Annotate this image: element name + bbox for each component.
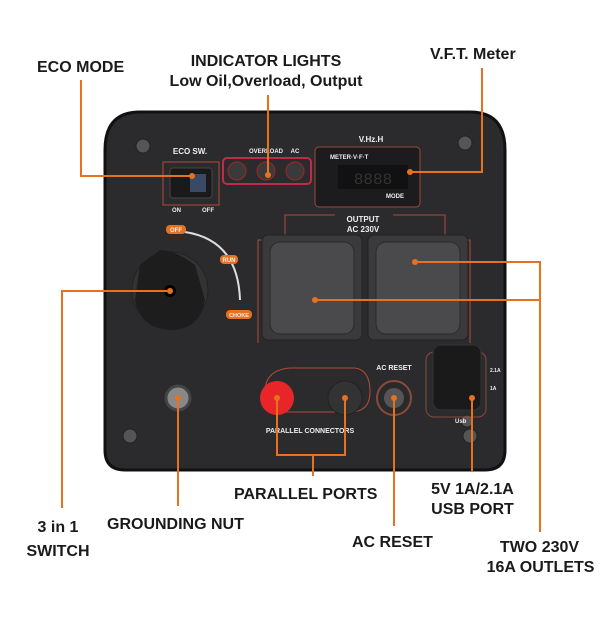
callout-outlets-2: 16A OUTLETS [486,559,595,576]
callout-vft-meter: V.F.T. Meter [430,46,516,63]
callout-parallel-ports: PARALLEL PORTS [234,486,378,503]
meter-display: 8888 [354,171,392,189]
overload-label: OVERLOAD [249,149,284,155]
callout-grounding-nut: GROUNDING NUT [107,516,244,533]
usb-label: Usb [455,419,467,425]
vhzh-label: V.Hz.H [359,135,384,144]
usb-21a-label: 2.1A [490,368,501,374]
output-voltage-label: AC 230V [347,225,380,234]
eco-switch-frame [162,161,220,206]
screw-icons [122,135,478,444]
outlet-left[interactable] [261,234,363,341]
callout-outlets-1: TWO 230V [499,539,580,556]
callout-usb-1: 5V 1A/2.1A [431,481,514,498]
usb-port-cover[interactable] [432,344,482,411]
callout-indicator-title: INDICATOR LIGHTS [190,53,342,70]
output-label: OUTPUT [347,215,380,224]
knob-choke-label: CHOKE [229,313,249,319]
meter-label: METER·V·F·T [330,155,369,161]
usb-1a-label: 1A [490,386,497,392]
callout-indicator-sub: Low Oil,Overload, Output [169,73,363,90]
callout-usb-2: USB PORT [431,501,514,518]
callout-ac-reset: AC RESET [352,534,433,551]
mode-button[interactable]: MODE [386,194,404,200]
callout-switch-2: SWITCH [26,543,90,560]
ac-reset-panel-label: AC RESET [376,365,412,372]
on-label: ON [172,208,181,214]
callout-switch-1: 3 in 1 [37,519,79,536]
off-label: OFF [202,208,214,214]
eco-sw-label: ECO SW. [173,147,207,156]
outlet-right[interactable] [367,234,469,341]
parallel-label: PARALLEL CONNECTORS [266,428,355,435]
knob-run-label: RUN [223,258,236,264]
indicator-lights [227,161,305,181]
ac-label: AC [291,149,300,155]
callout-lines [61,68,541,532]
knob-off-label: OFF [170,228,182,234]
callout-eco-mode: ECO MODE [37,59,125,76]
